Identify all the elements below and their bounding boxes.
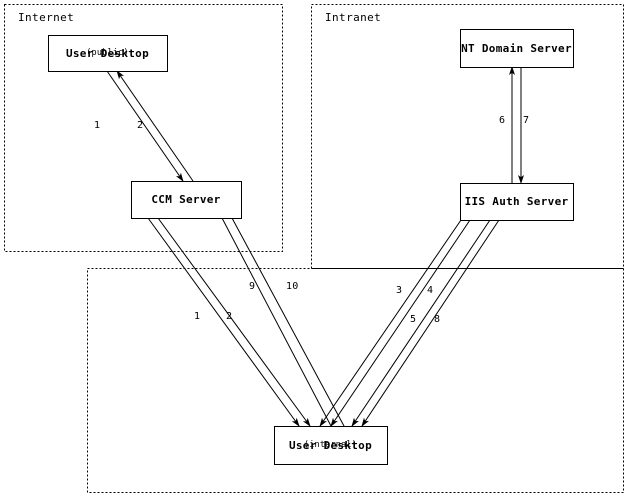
edge-label-step-2-internal: 2: [226, 311, 233, 322]
edge-ccm-to-internal-ud-9: [221, 217, 332, 427]
edge-label-step-1-public: 1: [94, 120, 101, 131]
node-box-iis-auth-server[interactable]: [460, 183, 574, 221]
edge-public-ud-to-ccm-1: [106, 70, 184, 182]
node-box-nt-domain-server[interactable]: [460, 29, 574, 68]
zone-boundary-internet: [4, 4, 283, 252]
node-label-nt-domain-server: NT Domain Server: [461, 41, 572, 55]
edge-iis-to-internal-ud-8: [361, 219, 500, 427]
edge-label-step-6: 6: [499, 115, 506, 126]
node-box-user-desktop-internal[interactable]: [274, 426, 388, 465]
zone-boundaries: [4, 4, 624, 493]
edge-label-step-4: 4: [427, 285, 434, 296]
node-sublabel-user-desktop-internal: (internal): [303, 440, 358, 450]
edge-internal-ud-to-ccm-1: [147, 217, 300, 427]
node-user-desktop-public[interactable]: User Desktop(public): [48, 35, 167, 71]
zone-boundary-internal: [87, 268, 624, 493]
edge-iis-to-internal-ud-4: [330, 219, 471, 427]
node-label-user-desktop-internal: User Desktop: [288, 438, 373, 452]
edge-internal-ud-to-iis-3: [319, 219, 462, 427]
node-box-ccm-server[interactable]: [131, 181, 242, 219]
node-box-user-desktop-public[interactable]: [48, 35, 168, 72]
edge-label-step-3: 3: [396, 285, 403, 296]
node-ccm-server[interactable]: CCM Server: [131, 181, 241, 218]
edge-label-step-1-internal: 1: [194, 311, 201, 322]
edge-label-step-8: 8: [434, 314, 441, 325]
node-nt-domain-server[interactable]: NT Domain Server: [460, 29, 573, 67]
node-iis-auth-server[interactable]: IIS Auth Server: [460, 183, 573, 220]
edge-ccm-to-internal-ud-2: [157, 217, 311, 427]
edge-label-step-7: 7: [523, 115, 530, 126]
edge-label-step-5: 5: [410, 314, 417, 325]
node-sublabel-user-desktop-public: (public): [86, 48, 129, 58]
edge-lines: [106, 66, 524, 427]
node-boxes: [48, 29, 574, 465]
edge-label-step-2-public: 2: [137, 120, 144, 131]
edge-internal-ud-to-ccm-10: [231, 217, 345, 427]
edge-internal-ud-to-iis-5: [351, 219, 491, 427]
edge-label-step-9: 9: [249, 281, 256, 292]
edge-ccm-to-public-ud-2: [116, 70, 194, 182]
zone-label-intranet: Intranet: [325, 11, 382, 24]
edge-label-step-10: 10: [286, 281, 299, 292]
node-label-user-desktop-public: User Desktop: [65, 46, 150, 60]
node-label-iis-auth-server: IIS Auth Server: [464, 195, 569, 208]
node-label-ccm-server: CCM Server: [151, 193, 221, 206]
zone-label-internet: Internet: [18, 11, 75, 24]
node-user-desktop-internal[interactable]: User Desktop(internal): [274, 426, 387, 464]
